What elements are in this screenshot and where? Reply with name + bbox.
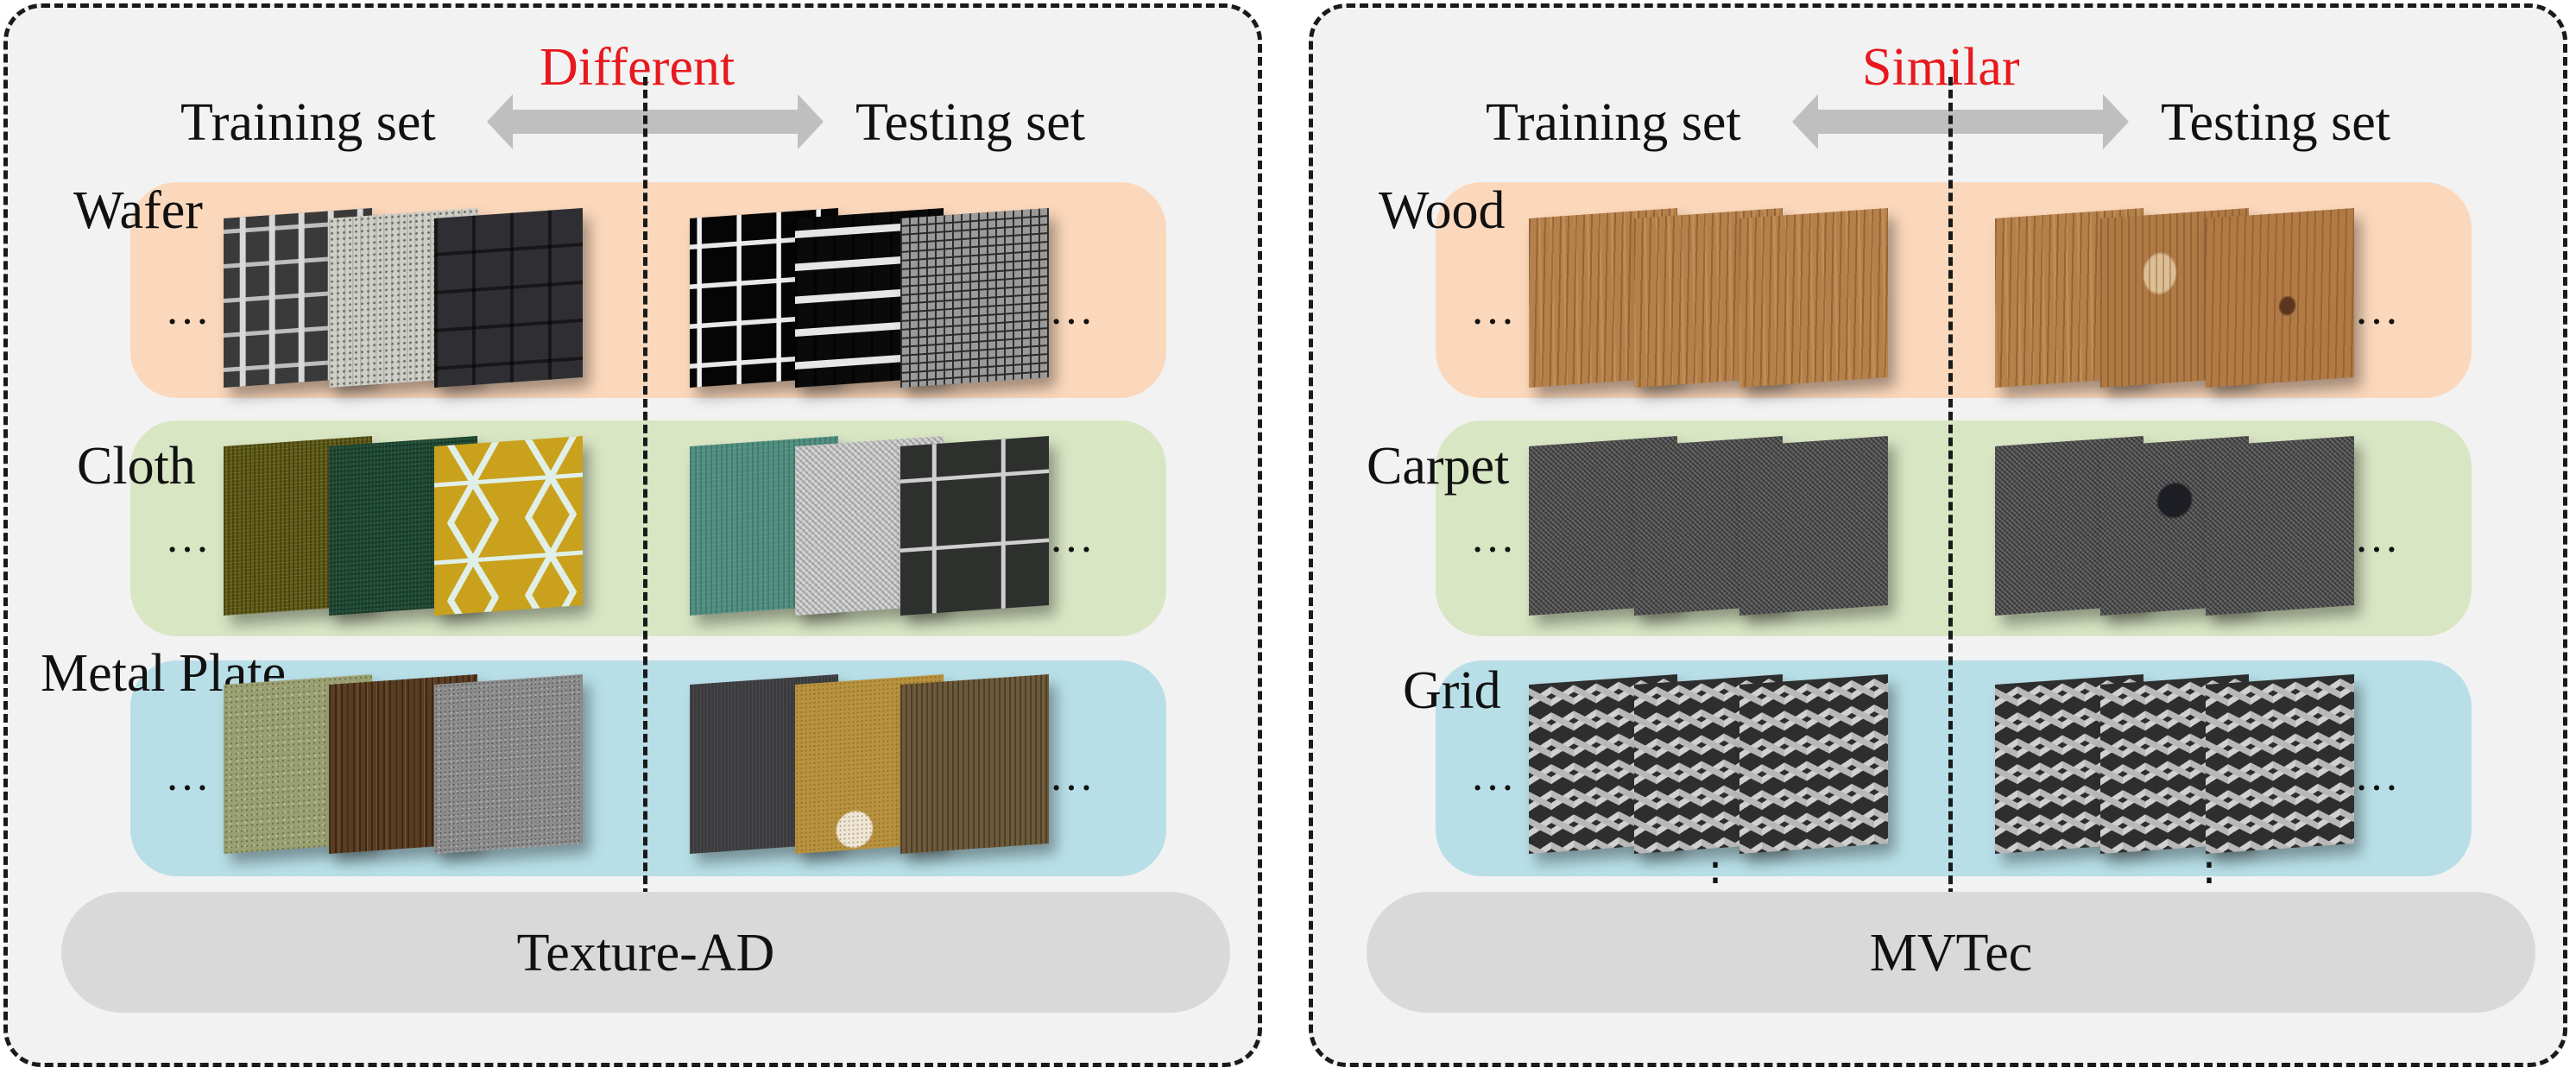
training-tiles-metal-plate xyxy=(224,673,586,859)
testing-set-label: Testing set xyxy=(856,93,1086,152)
texture-image xyxy=(1739,207,1888,388)
split-divider xyxy=(1948,77,1953,897)
dataset-name-texture-ad: Texture-AD xyxy=(516,924,775,982)
split-divider xyxy=(643,77,647,897)
ellipsis: … xyxy=(1470,285,1515,334)
ellipsis: … xyxy=(1049,513,1094,562)
double-arrow-icon xyxy=(487,94,824,149)
texture-image xyxy=(1739,673,1888,854)
vertical-ellipsis: ⋮ xyxy=(2187,856,2232,905)
texture-image xyxy=(2206,435,2354,616)
texture-image xyxy=(434,207,583,388)
texture-ad-panel: Training set Testing set Different Wafer… xyxy=(3,3,1262,1067)
training-set-label: Training set xyxy=(1486,93,1741,152)
testing-tiles-wood xyxy=(1995,207,2358,393)
training-tiles-carpet xyxy=(1529,435,1891,621)
texture-image xyxy=(1739,435,1888,616)
texture-image xyxy=(434,673,583,854)
ellipsis: … xyxy=(2354,285,2399,334)
ellipsis: … xyxy=(1049,285,1094,334)
texture-image xyxy=(900,435,1049,616)
training-tiles-wafer xyxy=(224,207,586,393)
mvtec-panel: Training set Testing set Similar Wood Ca… xyxy=(1309,3,2567,1067)
row-label-wood: Wood xyxy=(1379,181,1506,240)
row-label-wafer: Wafer xyxy=(73,181,203,240)
row-label-cloth: Cloth xyxy=(77,437,196,496)
relation-label: Similar xyxy=(1862,38,2020,97)
testing-tiles-grid xyxy=(1995,673,2358,859)
testing-set-label: Testing set xyxy=(2161,93,2391,152)
training-set-label: Training set xyxy=(180,93,436,152)
texture-image xyxy=(2206,673,2354,854)
row-label-grid: Grid xyxy=(1403,661,1501,720)
ellipsis: … xyxy=(165,513,210,562)
testing-tiles-carpet xyxy=(1995,435,2358,621)
relation-label: Different xyxy=(540,38,736,97)
ellipsis: … xyxy=(165,751,210,800)
dataset-name-mvtec: MVTec xyxy=(1869,924,2033,982)
training-tiles-wood xyxy=(1529,207,1891,393)
dataset-base-bar: Texture-AD xyxy=(61,892,1230,1013)
dataset-base-bar: MVTec xyxy=(1367,892,2535,1013)
double-arrow-icon xyxy=(1792,94,2129,149)
texture-image xyxy=(2206,207,2354,388)
texture-image xyxy=(900,673,1049,854)
ellipsis: … xyxy=(165,285,210,334)
testing-tiles-wafer xyxy=(690,207,1052,393)
ellipsis: … xyxy=(2354,513,2399,562)
row-label-carpet: Carpet xyxy=(1367,437,1510,496)
training-tiles-cloth xyxy=(224,435,586,621)
training-tiles-grid xyxy=(1529,673,1891,859)
ellipsis: … xyxy=(1470,751,1515,800)
vertical-ellipsis: ⋮ xyxy=(1693,856,1738,905)
ellipsis: … xyxy=(1470,513,1515,562)
texture-image xyxy=(434,435,583,616)
ellipsis: … xyxy=(1049,751,1094,800)
ellipsis: … xyxy=(2354,751,2399,800)
texture-image xyxy=(900,207,1049,388)
testing-tiles-cloth xyxy=(690,435,1052,621)
testing-tiles-metal-plate xyxy=(690,673,1052,859)
